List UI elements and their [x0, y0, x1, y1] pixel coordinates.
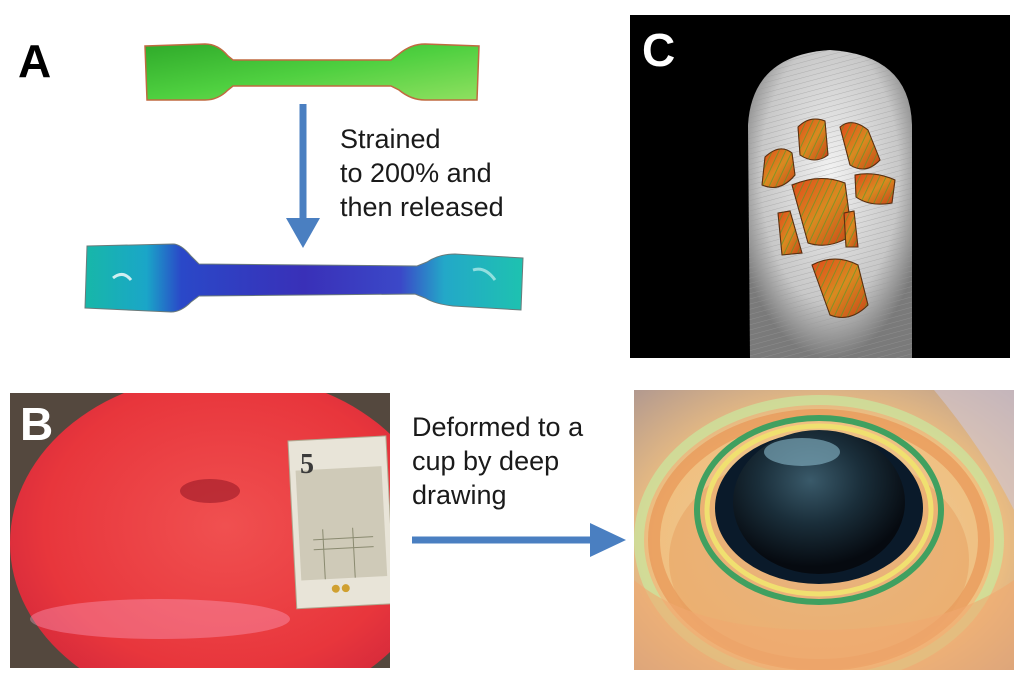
cup-photo: [634, 390, 1014, 670]
caption-line: Deformed to a: [412, 412, 584, 442]
caption-line: to 200% and: [340, 158, 492, 188]
banknote-number: 5: [300, 449, 314, 480]
fingertip-photo: C: [630, 15, 1010, 358]
panel-label-b: B: [20, 398, 54, 450]
unstrained-specimen: [144, 43, 480, 101]
strain-arrow: [286, 104, 320, 248]
panel-label-a: A: [18, 35, 52, 87]
caption-line: then released: [340, 192, 504, 222]
deform-arrow: [412, 523, 626, 557]
caption-line: Strained: [340, 124, 441, 154]
panel-label-c: C: [642, 24, 676, 76]
strain-caption: Strained to 200% and then released: [340, 122, 504, 224]
caption-line: cup by deep: [412, 446, 560, 476]
caption-line: drawing: [412, 480, 507, 510]
strained-specimen: [84, 243, 524, 313]
disc-photo: 5 B: [10, 393, 390, 668]
deform-caption: Deformed to a cup by deep drawing: [412, 410, 583, 512]
